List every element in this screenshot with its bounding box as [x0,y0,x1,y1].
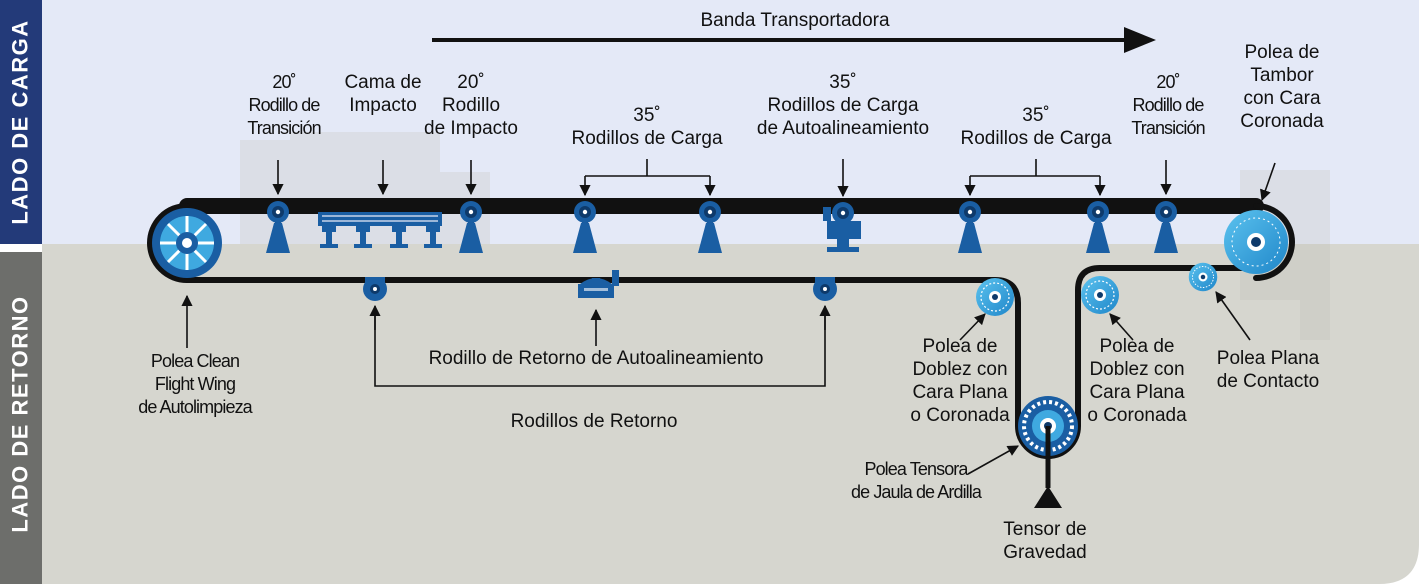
label-line: Coronada [1240,111,1324,132]
label-line: Polea de [1244,42,1320,63]
label-line: Impacto [349,95,417,116]
label-line: Transición [247,118,321,138]
snub-pulley [1188,262,1218,292]
label-line: o Coronada [1087,405,1187,426]
label-line: Doblez con [912,359,1008,380]
label-bend-right: Polea de Doblez con Cara Plana o Coronad… [1087,335,1186,427]
label-line: Rodillo [441,95,501,116]
label-impact-bed: Cama de Impacto [344,71,421,117]
impact-bed [318,212,442,248]
label-line: Doblez con [1089,359,1185,380]
label-gravity-take-up: Tensor de Gravedad [1003,518,1086,564]
self-aligning-carrying-idler [823,202,861,252]
label-wing-pulley: Polea Clean Flight Wing de Autolimpieza [138,350,252,419]
label-line: Cara Plana [912,382,1008,403]
label-line: Polea Plana [1216,348,1320,369]
label-self-aligning: 35˚ Rodillos de Carga de Autoalineamient… [757,71,929,140]
label-carrying-right: 35˚ Rodillos de Carga [960,104,1111,150]
label-line: de Impacto [424,118,518,139]
label-drive-pulley: Polea de Tambor con Cara Coronada [1240,41,1323,133]
bend-pulley-right [1080,275,1120,315]
loading-side-label: LADO DE CARGA [8,19,33,225]
loading-side-tab: LADO DE CARGA [0,0,42,244]
ghost-structure [240,132,1330,244]
gravity-weight [1034,486,1062,508]
direction-arrowhead [1124,27,1156,53]
label-return-rollers: Rodillos de Retorno [510,411,678,432]
return-side-panel [42,244,1419,584]
label-line: Flight Wing [154,374,236,394]
label-line: Polea de [1099,336,1175,357]
label-line: Rodillos de Carga [571,128,723,149]
label-return-self-aligning: Rodillo de Retorno de Autoalineamiento [428,348,764,369]
return-side-tab: LADO DE RETORNO [0,244,42,584]
label-transition-left: 20˚ Rodillo de Transición [247,71,321,140]
pointer-arrows [181,159,1276,475]
wing-pulley [152,208,222,278]
label-snub-pulley: Polea Plana de Contacto [1217,347,1319,393]
label-line: de Contacto [1216,371,1320,392]
return-idler-left [363,277,387,301]
drive-pulley [1224,210,1288,274]
angle-text: 35˚ [1022,105,1050,126]
label-line: Tensor de [1003,519,1087,540]
label-line: Polea Tensora [864,459,968,479]
label-transition-right: 20˚ Rodillo de Transición [1131,71,1205,140]
label-line: de Autolimpieza [138,397,252,417]
label-line: de Autoalineamiento [756,118,930,139]
return-idler-right [813,277,837,301]
label-line: Transición [1131,118,1205,138]
label-impact-roller: 20˚ Rodillo de Impacto [424,71,518,140]
angle-text: 35˚ [633,105,661,126]
label-line: Tambor [1250,65,1314,86]
label-line: Gravedad [1003,542,1087,563]
return-side-label: LADO DE RETORNO [8,295,33,533]
label-take-up-pulley: Polea Tensora de Jaula de Ardilla [850,458,982,504]
self-aligning-return-idler [578,270,619,298]
label-line: Polea de [922,336,998,357]
label-line: Cara Plana [1089,382,1185,403]
label-line: con Cara [1243,88,1321,109]
angle-text: 20˚ [1156,72,1180,92]
diagram-title: Banda Transportadora [700,10,890,31]
angle-text: 20˚ [457,72,485,93]
label-line: Rodillos de Carga [767,95,919,116]
label-line: Polea Clean [150,351,240,371]
label-line: Rodillo de [1132,95,1204,115]
bend-pulley-left [975,277,1015,317]
label-carrying-left: 35˚ Rodillos de Carga [571,104,722,150]
angle-text: 20˚ [272,72,296,92]
label-line: de Jaula de Ardilla [850,482,982,502]
label-line: Cama de [344,72,422,93]
angle-text: 35˚ [829,72,857,93]
label-line: Rodillos de Carga [960,128,1112,149]
label-line: Rodillo de [248,95,320,115]
label-line: o Coronada [910,405,1010,426]
label-bend-left: Polea de Doblez con Cara Plana o Coronad… [910,335,1009,427]
